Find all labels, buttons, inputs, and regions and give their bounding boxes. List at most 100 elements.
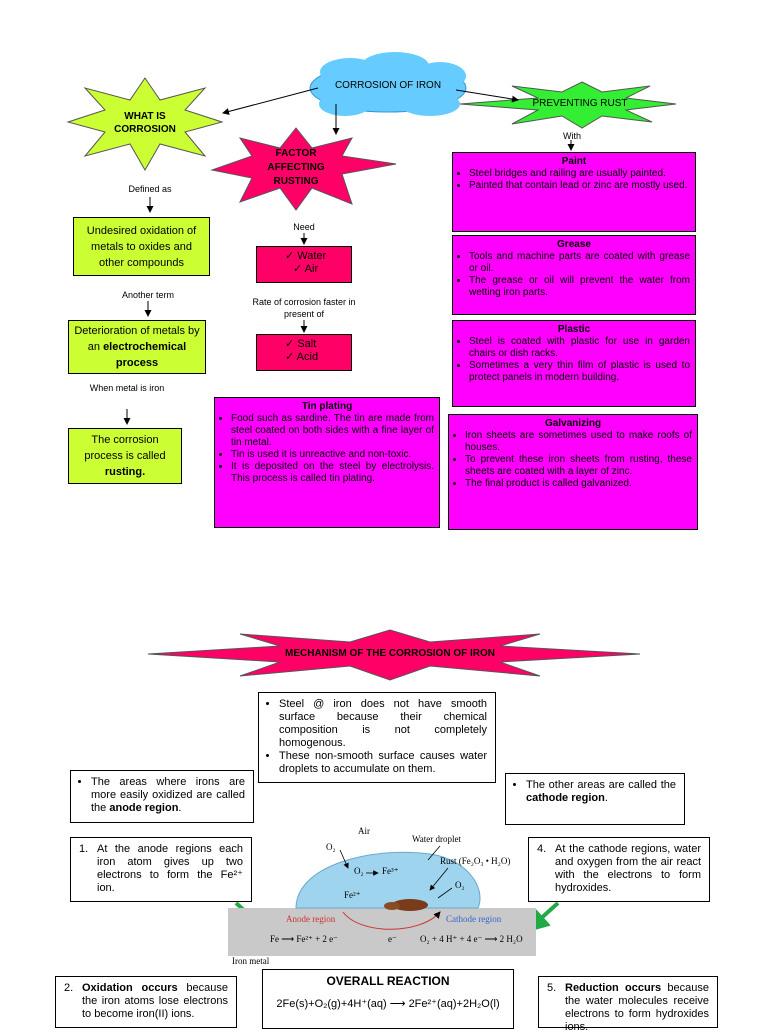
paint-item-2: Painted that contain lead or zinc are mo… [469,180,690,192]
paint-item-1: Steel bridges and railing are usually pa… [469,168,690,180]
diagram-cathode-region: Cathode region [446,914,502,924]
tin-item-2: Tin is used it is unreactive and non-tox… [231,449,434,461]
called-bold: rusting. [104,466,146,478]
when-metal-label: When metal is iron [89,383,165,393]
plastic-title: Plastic [557,324,591,335]
step-5-number: 5. [547,982,557,994]
diagram-water-droplet: Water droplet [412,834,462,844]
diagram-anode-equation: Fe ⟶ Fe²⁺ + 2 e⁻ [270,934,338,944]
corrosion-diagram [228,845,536,956]
step-4-box: 4. At the cathode regions, water and oxy… [528,837,710,902]
step-1-number: 1. [79,843,89,855]
need-item-water: Water [285,250,351,263]
another-term-label: Another term [121,290,175,300]
anode-pre: The areas where irons are more easily ox… [91,776,245,814]
diagram-o2-top: O₂ [326,842,336,852]
deterioration-box: Deterioration of metals by an electroche… [68,320,206,374]
diagram-air: Air [358,826,370,836]
cloud-shape [309,52,467,116]
rate-item-acid: Acid [285,351,351,364]
diagram-o2-right: O₂ [455,880,465,890]
preventing-title: PREVENTING RUST [532,98,628,109]
what-is-star [66,77,224,172]
anode-bold: anode region [109,802,179,814]
preventing-star [459,81,677,129]
galvanizing-box: Galvanizing Iron sheets are sometimes us… [448,414,698,530]
plastic-box: Plastic Steel is coated with plastic for… [452,320,696,407]
galvanizing-item-1: Iron sheets are sometimes used to make r… [465,430,692,454]
galvanizing-title: Galvanizing [544,418,602,429]
step-5-rest: because the water molecules receive elec… [565,982,709,1033]
step-5-text: Reduction occurs because the water molec… [565,982,709,1033]
deterioration-pre: Deterioration of metals by an [74,325,200,353]
rate-box: Salt Acid [256,334,352,371]
paint-title: Paint [561,156,587,167]
deterioration-text: Deterioration of metals by an electroche… [73,323,201,371]
overall-reaction-box: OVERALL REACTION 2Fe(s)+O₂(g)+4H⁺(aq) ⟶ … [262,969,514,1029]
diagram-o2-mid: O₂ [354,866,364,876]
mechanism-title: MECHANISM OF THE CORROSION OF IRON [285,648,495,659]
tin-plating-title: Tin plating [301,401,353,412]
cathode-pre: The other areas are called the [526,779,676,791]
step-2-box: 2. Oxidation occurs because the iron ato… [55,976,237,1028]
step-5-box: 5. Reduction occurs because the water mo… [538,976,718,1033]
anode-region-text: The areas where irons are more easily ox… [91,776,245,815]
step-2-number: 2. [64,982,74,994]
need-item-air: Air [285,263,351,276]
factor-star [210,127,397,211]
grease-item-2: The grease or oil will prevent the water… [469,275,690,299]
plastic-item-1: Steel is coated with plastic for use in … [469,336,690,360]
smooth-item-1: Steel @ iron does not have smooth surfac… [279,698,487,750]
rusting-text: The corrosion process is called rusting. [73,432,177,480]
step-5-bold: Reduction occurs [565,982,662,994]
diagram-fe3: Fe³⁺ [382,866,399,876]
need-label: Need [293,222,315,232]
cathode-region-box: The other areas are called the cathode r… [505,773,685,825]
anode-region-box: The areas where irons are more easily ox… [70,770,254,823]
undesired-text: Undesired oxidation of metals to oxides … [86,224,197,269]
factor-title: FACTOR AFFECTING RUSTING [267,148,325,187]
overall-title: OVERALL REACTION [326,974,450,988]
diagram-electron: e⁻ [388,934,397,944]
step-2-text: Oxidation occurs because the iron atoms … [82,982,228,1022]
cathode-post: . [604,792,608,804]
step-4-number: 4. [537,843,547,855]
smooth-surface-box: Steel @ iron does not have smooth surfac… [258,692,496,783]
tin-plating-box: Tin plating Food such as sardine. The ti… [214,397,440,528]
undesired-box: Undesired oxidation of metals to oxides … [73,217,210,276]
step-2-rest: because the iron atoms lose electrons to… [82,982,228,1020]
rusting-box: The corrosion process is called rusting. [68,428,182,484]
step-4-text: At the cathode regions, water and oxygen… [555,843,701,894]
galvanizing-item-3: The final product is called galvanized. [465,478,692,490]
rate-label: Rate of corrosion faster in present of [252,297,356,319]
defined-as-label: Defined as [128,184,172,194]
paint-box: Paint Steel bridges and railing are usua… [452,152,696,232]
step-1-box: 1. At the anode regions each iron atom g… [70,837,252,902]
overall-equation: 2Fe(s)+O₂(g)+4H⁺(aq) ⟶ 2Fe²⁺(aq)+2H₂O(l) [276,998,500,1010]
diagram-anode-region: Anode region [286,914,336,924]
galvanizing-item-2: To prevent these iron sheets from rustin… [465,454,692,478]
diagram-rust: Rust (Fe₂O₃ • H₂O) [440,856,511,866]
diagram-cathode-equation: O₂ + 4 H⁺ + 4 e⁻ ⟶ 2 H₂O [420,934,523,944]
mechanism-star [147,629,641,681]
tin-item-1: Food such as sardine. The tin are made f… [231,413,434,449]
plastic-item-2: Sometimes a very thin film of plastic is… [469,360,690,384]
with-label: With [563,131,581,141]
grease-box: Grease Tools and machine parts are coate… [452,235,696,315]
cathode-region-text: The other areas are called the cathode r… [526,779,676,805]
tin-item-3: It is deposited on the steel by electrol… [231,461,434,485]
what-is-title: WHAT IS CORROSION [114,111,176,135]
grease-item-1: Tools and machine parts are coated with … [469,251,690,275]
anode-post: . [178,802,182,814]
called-pre: The corrosion process is called [84,434,166,462]
grease-title: Grease [557,239,591,250]
center-title: CORROSION OF IRON [334,79,442,91]
rate-item-salt: Salt [285,338,351,351]
step-2-bold: Oxidation occurs [82,982,178,994]
diagram-fe2: Fe²⁺ [344,890,361,900]
step-1-text: At the anode regions each iron atom give… [97,843,243,894]
deterioration-bold: electrochemical process [103,341,187,369]
cathode-bold: cathode region [526,792,605,804]
need-box: Water Air [256,246,352,283]
diagram-iron-metal: Iron metal [232,956,270,966]
